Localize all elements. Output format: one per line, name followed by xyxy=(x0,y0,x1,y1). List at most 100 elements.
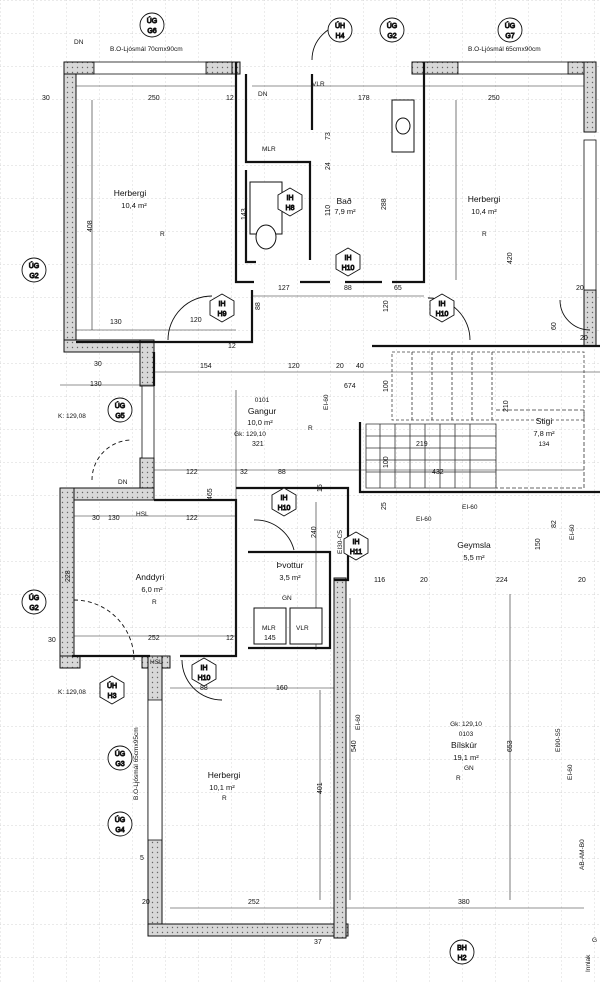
dimension-value: 12 xyxy=(226,635,234,642)
room-name: Gangur xyxy=(248,406,277,416)
dimension-value: 116 xyxy=(374,577,385,584)
svg-text:G3: G3 xyxy=(115,761,124,768)
fixtures xyxy=(249,99,415,645)
svg-text:H10: H10 xyxy=(198,675,211,682)
dimension-value: 82 xyxy=(551,520,558,528)
room-area: 10,0 m² xyxy=(247,418,273,427)
svg-text:H10: H10 xyxy=(436,311,449,318)
marker-hexagon: IH H9 xyxy=(209,293,235,323)
marker-hexagon: IH H10 xyxy=(271,487,297,517)
room-labels: Herbergi 10,4 m² Bað 7,9 m² Herbergi 10,… xyxy=(114,188,555,792)
r-marker: R xyxy=(308,425,313,432)
dimension-value: 122 xyxy=(186,469,198,476)
dimension-value: 674 xyxy=(344,383,356,390)
svg-text:ÚG: ÚG xyxy=(115,401,126,410)
svg-text:IH: IH xyxy=(353,539,360,546)
dimension-value: 37 xyxy=(314,939,322,946)
svg-text:H9: H9 xyxy=(218,311,227,318)
dimension-value: 122 xyxy=(186,515,198,522)
svg-text:H10: H10 xyxy=(278,505,291,512)
dimension-value: 40 xyxy=(356,363,364,370)
dimension-value: 110 xyxy=(325,205,332,216)
svg-text:IH: IH xyxy=(219,301,226,308)
r-marker: R xyxy=(160,231,165,238)
interior-walls xyxy=(72,62,600,658)
svg-text:G2: G2 xyxy=(29,273,38,280)
dimension-value: 120 xyxy=(190,317,202,324)
dimension-value: 24 xyxy=(325,162,332,170)
dimension-value: 228 xyxy=(65,570,72,582)
room-name: Bað xyxy=(336,196,351,206)
dimension-value: 12 xyxy=(226,95,234,102)
dimension-value: 5 xyxy=(140,855,144,862)
svg-text:ÚG: ÚG xyxy=(115,749,126,758)
dimension-value: 88 xyxy=(255,302,262,310)
room-area: 6,0 m² xyxy=(141,585,163,594)
svg-text:ÚH: ÚH xyxy=(335,21,345,30)
marker-circle: ÚG G4 xyxy=(107,811,133,837)
equipment-label: DN xyxy=(258,91,268,98)
level-label: K: 129,08 xyxy=(58,689,86,696)
equipment-label: MLR xyxy=(262,146,276,153)
dimension-value: 30 xyxy=(92,515,100,522)
svg-text:H4: H4 xyxy=(336,33,345,40)
fire-rating: EI-60 xyxy=(416,516,432,523)
room-name: Þvottur xyxy=(277,560,304,570)
dimension-value: 154 xyxy=(200,363,212,370)
dimension-value: 20 xyxy=(420,577,428,584)
dimension-labels: 30 250 12 178 250 408 143 110 288 73 24 … xyxy=(42,95,588,946)
dimension-value: 130 xyxy=(110,319,122,326)
fire-rating: EI30-C5 xyxy=(337,530,344,554)
svg-text:ÚG: ÚG xyxy=(387,21,398,30)
dimension-value: 252 xyxy=(148,635,160,642)
svg-text:G7: G7 xyxy=(505,33,514,40)
r-marker: R xyxy=(482,231,487,238)
dimension-value: 150 xyxy=(535,538,542,550)
svg-text:H8: H8 xyxy=(286,205,295,212)
dimension-value: 73 xyxy=(325,132,332,140)
equipment-label: VLR xyxy=(296,625,309,632)
dimension-value: 250 xyxy=(488,95,500,102)
dimension-value: 219 xyxy=(416,441,428,448)
fire-rating: EI-60 xyxy=(355,714,362,730)
room-elevation: Gk: 129,10 xyxy=(234,431,266,438)
dimension-value: 32 xyxy=(240,469,248,476)
dimension-value: 60 xyxy=(551,322,558,330)
r-marker: R xyxy=(456,775,461,782)
dimension-value: 88 xyxy=(278,469,286,476)
dimension-value: 465 xyxy=(207,488,214,500)
dimension-value: 20 xyxy=(578,577,586,584)
svg-text:ÚG: ÚG xyxy=(115,815,126,824)
dimension-value: 15 xyxy=(317,484,324,492)
room-name: Anddyri xyxy=(136,572,165,582)
room-code: 0101 xyxy=(255,397,270,404)
equipment-label: VLR xyxy=(312,81,325,88)
dimension-value: 12 xyxy=(228,343,236,350)
room-name: Herbergi xyxy=(114,188,147,198)
equipment-label: MLR xyxy=(262,625,276,632)
dimension-value: 130 xyxy=(90,381,102,388)
dimension-value: 143 xyxy=(241,208,248,220)
room-area: 10,4 m² xyxy=(471,207,497,216)
svg-text:IH: IH xyxy=(281,495,288,502)
dimension-value: 100 xyxy=(383,456,390,468)
svg-text:G4: G4 xyxy=(115,827,124,834)
svg-text:ÚG: ÚG xyxy=(505,21,516,30)
dimension-value: 20 xyxy=(142,899,150,906)
dimension-value: 30 xyxy=(48,637,56,644)
stair-block xyxy=(365,351,585,489)
svg-text:ÚH: ÚH xyxy=(107,681,117,690)
windows xyxy=(93,61,597,841)
fire-rating: EI-60 xyxy=(569,524,576,540)
marker-circle: ÚG G3 xyxy=(107,745,133,771)
dimension-value: 401 xyxy=(317,782,324,794)
dimension-value: 127 xyxy=(278,285,290,292)
